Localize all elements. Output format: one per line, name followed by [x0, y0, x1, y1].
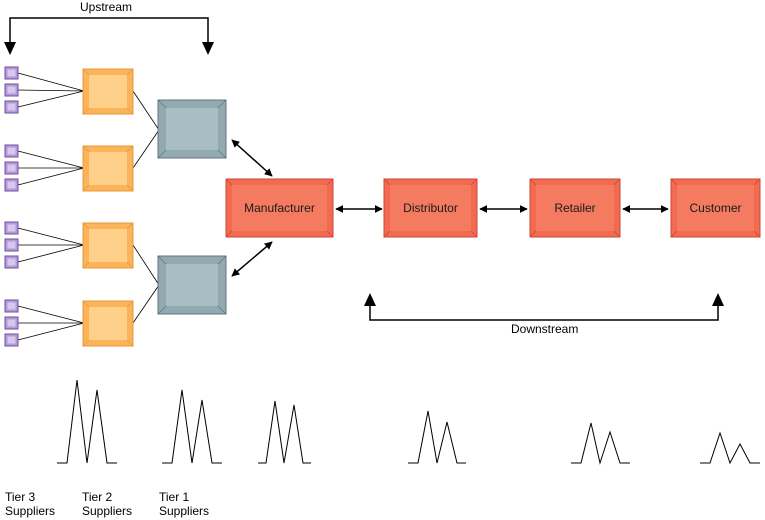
tier1-label: Tier 1 Suppliers — [159, 490, 209, 518]
tier3-label-line2: Suppliers — [5, 504, 56, 518]
demand-waveforms — [57, 379, 760, 465]
downstream-label: Downstream — [511, 322, 579, 336]
tier1-label-line1: Tier 1 — [159, 490, 190, 504]
waveform-distributor — [571, 422, 630, 465]
downstream-arrowhead-right — [712, 293, 724, 306]
tier2-box — [82, 145, 134, 192]
tier2-label: Tier 2 Suppliers — [82, 490, 132, 518]
tier3-box — [4, 161, 19, 175]
tier3-label-line1: Tier 3 — [5, 490, 36, 504]
tier1-supplier-boxes — [157, 99, 227, 315]
tier3-box — [4, 299, 19, 313]
downstream-bracket — [369, 305, 719, 321]
tier3-box — [4, 238, 19, 252]
tier1-box — [157, 255, 227, 315]
waveform-tier2 — [162, 389, 222, 464]
tier3-box — [4, 100, 19, 114]
tier3-to-tier2-connectors — [17, 72, 85, 341]
manufacturer-box — [225, 178, 334, 238]
tier2-to-tier1-connectors — [132, 90, 160, 324]
waveform-tier1 — [258, 400, 311, 464]
tier3-box — [4, 221, 19, 235]
upstream-bracket — [9, 17, 209, 45]
tier3-box — [4, 255, 19, 269]
tier3-box — [4, 178, 19, 192]
tier1-label-line2: Suppliers — [159, 504, 210, 518]
upstream-arrowhead-right — [202, 42, 214, 55]
waveform-retailer — [700, 431, 760, 465]
customer-label: Customer — [689, 201, 742, 215]
tier3-box — [4, 66, 19, 80]
customer-box — [670, 178, 761, 238]
distributor-box — [383, 178, 478, 238]
tier2-box — [82, 68, 134, 115]
downstream-arrowhead-left — [364, 293, 376, 306]
chain-boxes — [225, 178, 761, 238]
tier2-box — [82, 300, 134, 347]
arrow-tier1-manufacturer-top — [231, 139, 273, 177]
tier3-supplier-boxes — [4, 66, 19, 347]
tier1-box — [157, 99, 227, 159]
tier2-supplier-boxes — [82, 68, 134, 347]
manufacturer-label: Manufacturer — [244, 201, 315, 215]
tier3-label: Tier 3 Suppliers — [5, 490, 55, 518]
tier3-box — [4, 316, 19, 330]
tier2-label-line1: Tier 2 — [82, 490, 113, 504]
tier3-box — [4, 144, 19, 158]
tier2-box — [82, 222, 134, 269]
flow-arrows — [231, 139, 669, 277]
retailer-box — [529, 178, 621, 238]
arrow-tier1-manufacturer-bottom — [231, 241, 273, 277]
waveform-tier3 — [57, 379, 117, 464]
upstream-arrowhead-left — [4, 42, 16, 55]
waveform-manufacturer — [408, 410, 466, 464]
tier3-box — [4, 333, 19, 347]
upstream-label: Upstream — [80, 0, 133, 14]
retailer-label: Retailer — [554, 201, 596, 215]
tier2-label-line2: Suppliers — [82, 504, 133, 518]
distributor-label: Distributor — [403, 201, 458, 215]
tier3-box — [4, 83, 19, 97]
